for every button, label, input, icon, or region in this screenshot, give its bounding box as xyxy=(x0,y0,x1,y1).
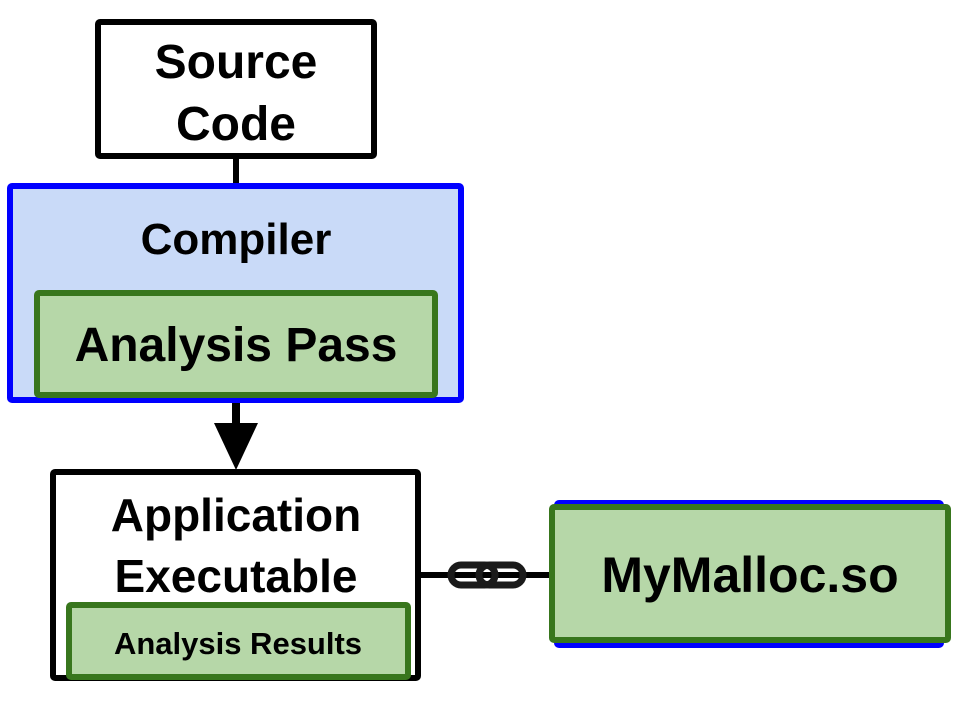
compiler-label: Compiler xyxy=(141,215,332,264)
analysis-pass-box: Analysis Pass xyxy=(34,290,438,398)
compiler-box: Compiler Analysis Pass xyxy=(7,183,464,403)
application-executable-box: Application Executable Analysis Results xyxy=(50,469,421,681)
source-code-box: Source Code xyxy=(95,19,377,159)
mymalloc-label: MyMalloc.so xyxy=(601,547,898,603)
application-label-line1: Application xyxy=(111,489,361,541)
arrow-down-icon xyxy=(214,423,258,470)
source-code-label-line1: Source xyxy=(155,36,318,89)
analysis-pass-label: Analysis Pass xyxy=(75,319,398,372)
mymalloc-library-box: MyMalloc.so xyxy=(549,500,951,648)
analysis-results-label: Analysis Results xyxy=(114,626,362,661)
chain-link-icon xyxy=(447,561,527,589)
application-label-line2: Executable xyxy=(115,550,358,602)
source-code-label-line2: Code xyxy=(176,98,296,151)
analysis-results-box: Analysis Results xyxy=(66,602,411,680)
